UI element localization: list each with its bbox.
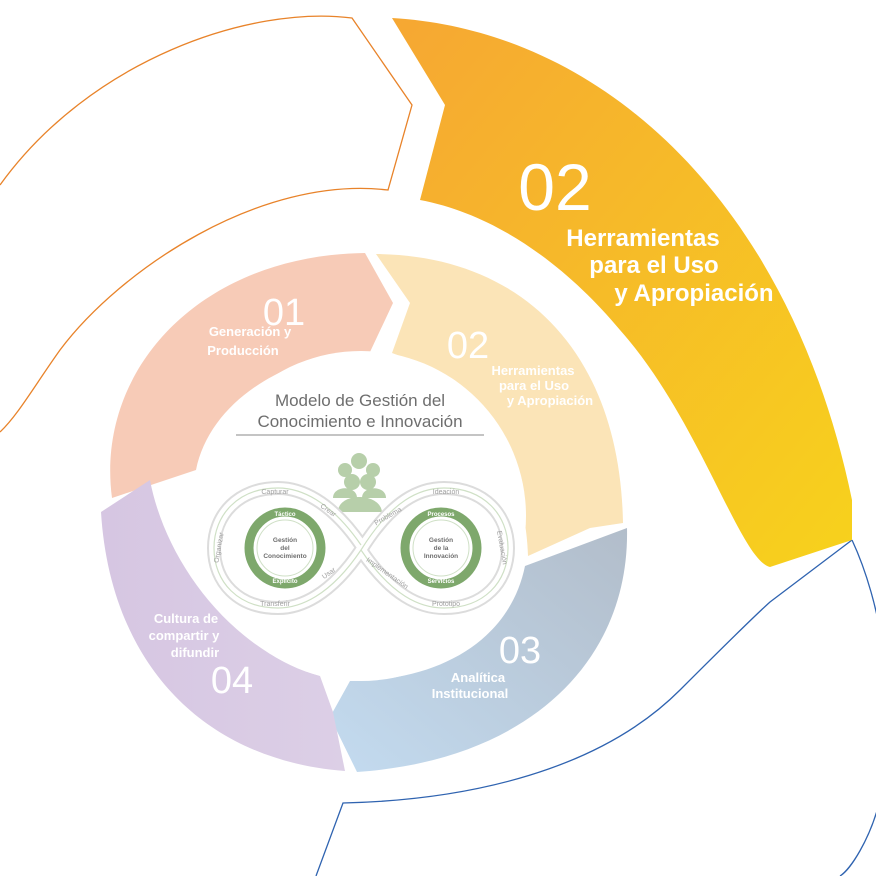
s01-line2: Producción [207, 343, 279, 358]
s03-line2: Institucional [432, 686, 509, 701]
s02-line1: Herramientas [491, 363, 574, 378]
right-ring-l1: Gestión [429, 537, 453, 544]
center-disc [196, 351, 526, 681]
s01-line1: Generación y [209, 324, 292, 339]
label-prototipo: Prototipo [432, 601, 460, 608]
big-title-line2: para el Uso [589, 252, 718, 279]
s03-line1: Analítica [451, 670, 506, 685]
people-group-icon [333, 453, 386, 512]
segment-04 [101, 480, 345, 771]
segment-02 [376, 254, 623, 556]
big-segment-02 [392, 18, 852, 567]
center-title-line2: Conocimiento e Innovación [257, 412, 462, 431]
center-title-line1: Modelo de Gestión del [275, 391, 445, 410]
big-number: 02 [518, 150, 591, 224]
left-ring-bottom: Explícito [272, 579, 297, 585]
outer-orange-outline-arc [0, 15, 413, 433]
label-transferir: Transferir [260, 601, 290, 608]
outer-blue-outline-arc [315, 539, 876, 876]
big-title-line1: Herramientas [566, 225, 719, 252]
segment-01 [110, 253, 393, 498]
left-ring-top: Táctico [274, 512, 295, 518]
s02-line2: para el Uso [499, 378, 569, 393]
label-capturar: Capturar [261, 489, 289, 496]
s04-line2: compartir y [149, 628, 221, 643]
left-ring-l1: Gestión [273, 537, 297, 544]
s01-number: 01 [263, 292, 305, 334]
s02-number: 02 [447, 325, 489, 367]
s03-number: 03 [499, 630, 541, 672]
innovation-management-ring [400, 507, 482, 589]
segment-03 [330, 528, 628, 772]
label-ideacion: Ideación [433, 489, 460, 496]
s04-number: 04 [211, 660, 253, 702]
knowledge-management-ring [244, 507, 326, 589]
left-ring-l2: del [280, 545, 290, 552]
right-ring-bottom: Servicios [428, 579, 455, 585]
s04-line3: difundir [171, 645, 219, 660]
s02-line3: y Apropiación [507, 393, 593, 408]
left-ring-l3: Conocimiento [263, 553, 306, 560]
right-ring-l3: Innovación [424, 553, 458, 560]
right-ring-top: Procesos [427, 512, 455, 518]
right-ring-l2: de la [434, 545, 449, 552]
s04-line1: Cultura de [154, 611, 218, 626]
infinity-loop [206, 480, 516, 616]
big-title-line3: y Apropiación [614, 280, 773, 307]
